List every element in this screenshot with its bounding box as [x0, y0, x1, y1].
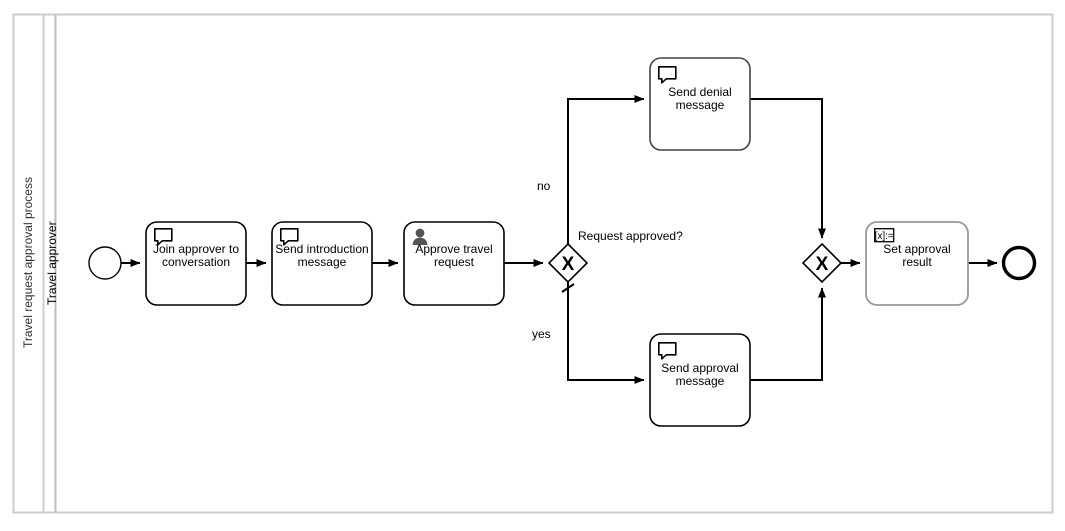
task-send-introduction-shape [271, 221, 373, 306]
task-join-approver-shape [145, 221, 247, 306]
svg-text:X: X [562, 254, 575, 275]
default-flow-marker [561, 283, 575, 293]
message-icon [279, 228, 299, 246]
gateways: X X [547, 242, 843, 284]
flow-denial-to-merge [750, 98, 826, 239]
task-approve-travel-shape [403, 221, 505, 306]
script-assign-icon: [x]:= [874, 228, 895, 243]
flow-gateway-no-to-denial [567, 95, 645, 244]
task-send-denial-shape [649, 57, 751, 151]
message-icon [657, 66, 677, 84]
pool-label: Travel request approval process [21, 177, 35, 349]
svg-text:[x]:=: [x]:= [875, 231, 894, 242]
exclusive-gateway-merge: X [801, 242, 843, 284]
task-send-approval-shape [649, 333, 751, 427]
svg-text:X: X [816, 254, 829, 275]
task-icons: [x]:= [153, 66, 895, 360]
flow-gateway-yes-to-approval [567, 282, 645, 384]
sequence-flows [121, 95, 998, 384]
lane-label: Travel approver [45, 221, 59, 305]
user-icon [412, 228, 428, 245]
exclusive-gateway-split: X [547, 242, 589, 284]
task-set-approval-result-shape [865, 221, 969, 306]
message-icon [153, 228, 173, 246]
message-icon [657, 342, 677, 360]
events [88, 245, 1037, 281]
flow-approval-to-merge [750, 287, 826, 381]
end-event [1001, 245, 1037, 281]
task-shapes [145, 57, 969, 427]
start-event [88, 246, 122, 280]
